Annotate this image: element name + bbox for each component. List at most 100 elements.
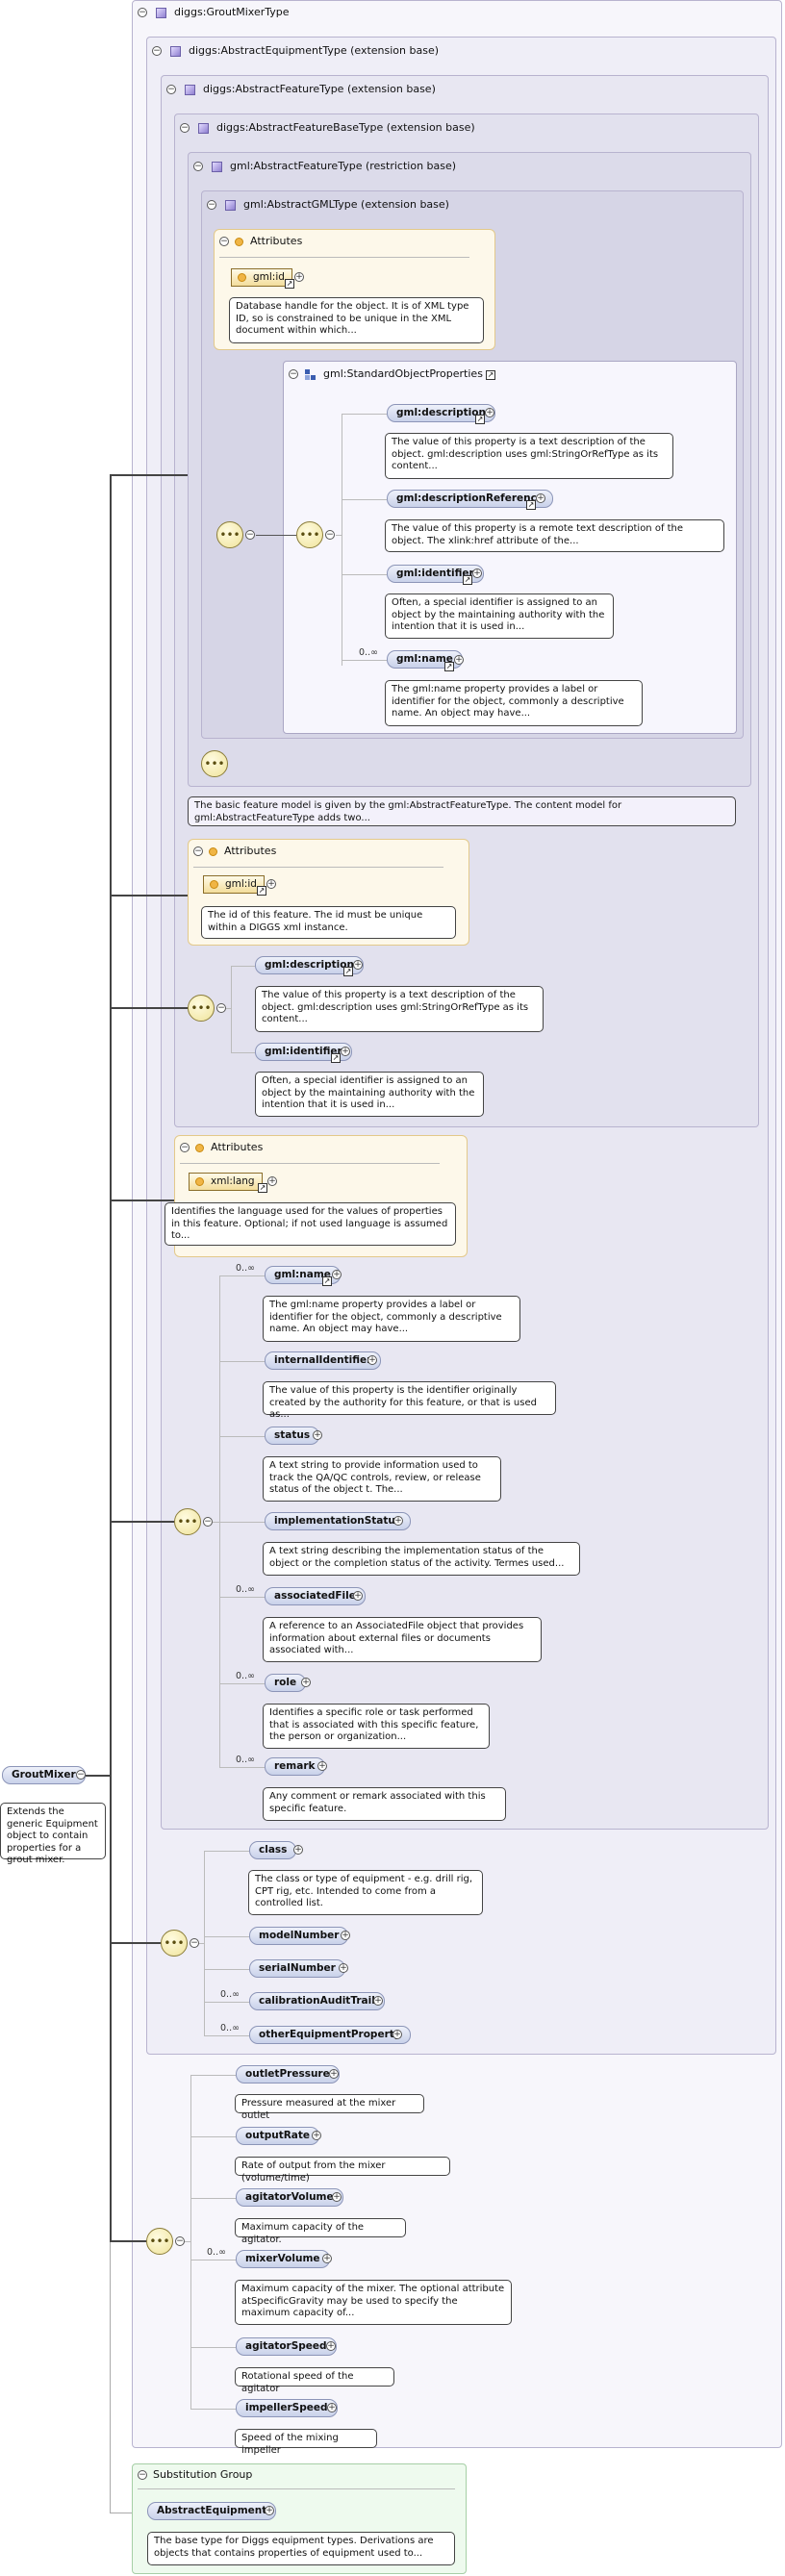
collapse-toggle[interactable]: − bbox=[245, 530, 255, 540]
element-gml-description[interactable]: gml:description bbox=[255, 956, 364, 974]
expand-toggle[interactable]: + bbox=[313, 1430, 322, 1440]
element-calibrationaudittrail[interactable]: calibrationAuditTrail bbox=[249, 1992, 385, 2010]
expand-toggle[interactable]: + bbox=[339, 1963, 348, 1973]
expand-toggle[interactable]: + bbox=[301, 1678, 311, 1687]
element-abstractequipment[interactable]: AbstractEquipment bbox=[147, 2502, 277, 2520]
element-internalidentifier[interactable]: internalIdentifier bbox=[265, 1351, 382, 1370]
collapse-toggle[interactable]: − bbox=[76, 1770, 86, 1780]
expand-toggle[interactable]: + bbox=[393, 1516, 403, 1526]
collapse-toggle[interactable]: − bbox=[152, 46, 162, 56]
collapse-toggle[interactable]: − bbox=[138, 8, 147, 17]
sequence-compositor[interactable]: ••• bbox=[146, 2228, 173, 2255]
collapse-toggle[interactable]: − bbox=[166, 85, 176, 94]
collapse-toggle[interactable]: − bbox=[180, 1143, 190, 1152]
expand-toggle[interactable]: + bbox=[485, 408, 494, 417]
element-outputrate[interactable]: outputRate bbox=[236, 2127, 320, 2145]
link-icon[interactable]: ↗ bbox=[258, 1183, 267, 1193]
element-status[interactable]: status bbox=[265, 1427, 320, 1445]
element-serialnumber[interactable]: serialNumber bbox=[249, 1959, 345, 1978]
link-icon[interactable]: ↗ bbox=[285, 279, 294, 289]
element-outletpressure[interactable]: outletPressure bbox=[236, 2065, 340, 2084]
element-gml-identifier[interactable]: gml:identifier bbox=[387, 565, 484, 583]
expand-toggle[interactable]: + bbox=[353, 1591, 363, 1601]
element-mixervolume[interactable]: mixerVolume bbox=[236, 2250, 330, 2268]
expand-toggle[interactable]: + bbox=[373, 1996, 383, 2006]
element-gml-name[interactable]: gml:name bbox=[387, 650, 463, 669]
element-associatedfile[interactable]: associatedFile bbox=[265, 1587, 366, 1605]
element-agitatorvolume[interactable]: agitatorVolume bbox=[236, 2188, 343, 2207]
sequence-compositor[interactable]: ••• bbox=[188, 995, 215, 1022]
collapse-toggle[interactable]: − bbox=[203, 1517, 213, 1527]
collapse-toggle[interactable]: − bbox=[207, 200, 216, 210]
expand-toggle[interactable]: + bbox=[332, 1270, 342, 1279]
element-modelnumber[interactable]: modelNumber bbox=[249, 1927, 349, 1945]
collapse-toggle[interactable]: − bbox=[219, 237, 229, 246]
element-implementationstatus[interactable]: implementationStatus bbox=[265, 1512, 412, 1530]
collapse-toggle[interactable]: − bbox=[138, 2470, 147, 2480]
sequence-compositor[interactable]: ••• bbox=[174, 1508, 201, 1535]
element-role[interactable]: role bbox=[265, 1674, 307, 1692]
expand-toggle[interactable]: + bbox=[341, 1931, 350, 1940]
collapse-toggle[interactable]: − bbox=[289, 369, 298, 379]
expand-toggle[interactable]: + bbox=[341, 1047, 350, 1056]
element-gml-descriptionreference[interactable]: gml:descriptionReference bbox=[387, 490, 553, 508]
element-class[interactable]: class bbox=[249, 1841, 297, 1859]
sequence-compositor[interactable]: ••• bbox=[216, 521, 243, 548]
element-impellerspeed[interactable]: impellerSpeed bbox=[236, 2399, 338, 2417]
expand-toggle[interactable]: + bbox=[265, 2506, 274, 2515]
tree-line bbox=[204, 1936, 249, 1937]
expand-toggle[interactable]: + bbox=[327, 2403, 337, 2412]
expand-toggle[interactable]: + bbox=[326, 2341, 336, 2351]
link-icon[interactable]: ↗ bbox=[343, 967, 353, 976]
expand-toggle[interactable]: + bbox=[332, 2192, 342, 2202]
element-gml-name[interactable]: gml:name bbox=[265, 1266, 341, 1284]
collapse-toggle[interactable]: − bbox=[180, 123, 190, 133]
link-icon[interactable]: ↗ bbox=[331, 1053, 341, 1063]
occurrence-label: 0..∞ bbox=[359, 647, 378, 658]
element-otherequipmentproperty[interactable]: otherEquipmentProperty bbox=[249, 2026, 411, 2044]
expand-toggle[interactable]: + bbox=[353, 960, 363, 970]
collapse-toggle[interactable]: − bbox=[193, 846, 203, 856]
link-icon[interactable]: ↗ bbox=[257, 886, 266, 896]
attribute-xml-lang[interactable]: xml:lang bbox=[189, 1173, 263, 1191]
expand-toggle[interactable]: + bbox=[392, 2030, 402, 2039]
sequence-compositor[interactable]: ••• bbox=[161, 1930, 188, 1957]
complex-type-icon bbox=[212, 162, 222, 172]
attribute-gml-id[interactable]: gml:id bbox=[231, 268, 292, 287]
link-icon[interactable]: ↗ bbox=[463, 575, 472, 585]
link-icon[interactable]: ↗ bbox=[526, 500, 536, 510]
collapse-toggle[interactable]: − bbox=[190, 1938, 199, 1948]
collapse-toggle[interactable]: − bbox=[175, 2236, 185, 2246]
complex-type-icon bbox=[170, 46, 181, 57]
link-icon[interactable]: ↗ bbox=[322, 1276, 332, 1286]
expand-toggle[interactable]: + bbox=[294, 272, 304, 282]
collapse-toggle[interactable]: − bbox=[193, 162, 203, 171]
element-doc: Speed of the mixing impeller bbox=[235, 2429, 377, 2456]
expand-toggle[interactable]: + bbox=[293, 1845, 303, 1855]
link-icon[interactable]: ↗ bbox=[475, 415, 485, 424]
element-doc: Identifies a specific role or task perfo… bbox=[263, 1704, 490, 1749]
element-gml-identifier[interactable]: gml:identifier bbox=[255, 1043, 352, 1061]
expand-toggle[interactable]: + bbox=[312, 2131, 321, 2140]
expand-toggle[interactable]: + bbox=[454, 655, 464, 665]
expand-toggle[interactable]: + bbox=[266, 879, 276, 889]
attribute-gml-id[interactable]: gml:id bbox=[203, 875, 265, 894]
expand-toggle[interactable]: + bbox=[267, 1176, 277, 1186]
connector bbox=[110, 474, 112, 2242]
root-element-groutmixer[interactable]: GroutMixer bbox=[2, 1766, 86, 1784]
link-icon[interactable]: ↗ bbox=[486, 370, 495, 380]
expand-toggle[interactable]: + bbox=[322, 2254, 332, 2263]
collapse-toggle[interactable]: − bbox=[325, 530, 335, 540]
link-icon[interactable]: ↗ bbox=[444, 662, 454, 671]
expand-toggle[interactable]: + bbox=[367, 1355, 377, 1365]
collapse-toggle[interactable]: − bbox=[216, 1003, 226, 1013]
expand-toggle[interactable]: + bbox=[317, 1761, 327, 1771]
element-gml-description[interactable]: gml:description bbox=[387, 404, 495, 422]
expand-toggle[interactable]: + bbox=[329, 2069, 339, 2079]
element-remark[interactable]: remark bbox=[265, 1757, 325, 1776]
expand-toggle[interactable]: + bbox=[536, 493, 545, 503]
sequence-compositor[interactable]: ••• bbox=[296, 521, 323, 548]
expand-toggle[interactable]: + bbox=[472, 568, 482, 578]
element-agitatorspeed[interactable]: agitatorSpeed bbox=[236, 2337, 337, 2356]
sequence-compositor[interactable]: ••• bbox=[201, 750, 228, 777]
